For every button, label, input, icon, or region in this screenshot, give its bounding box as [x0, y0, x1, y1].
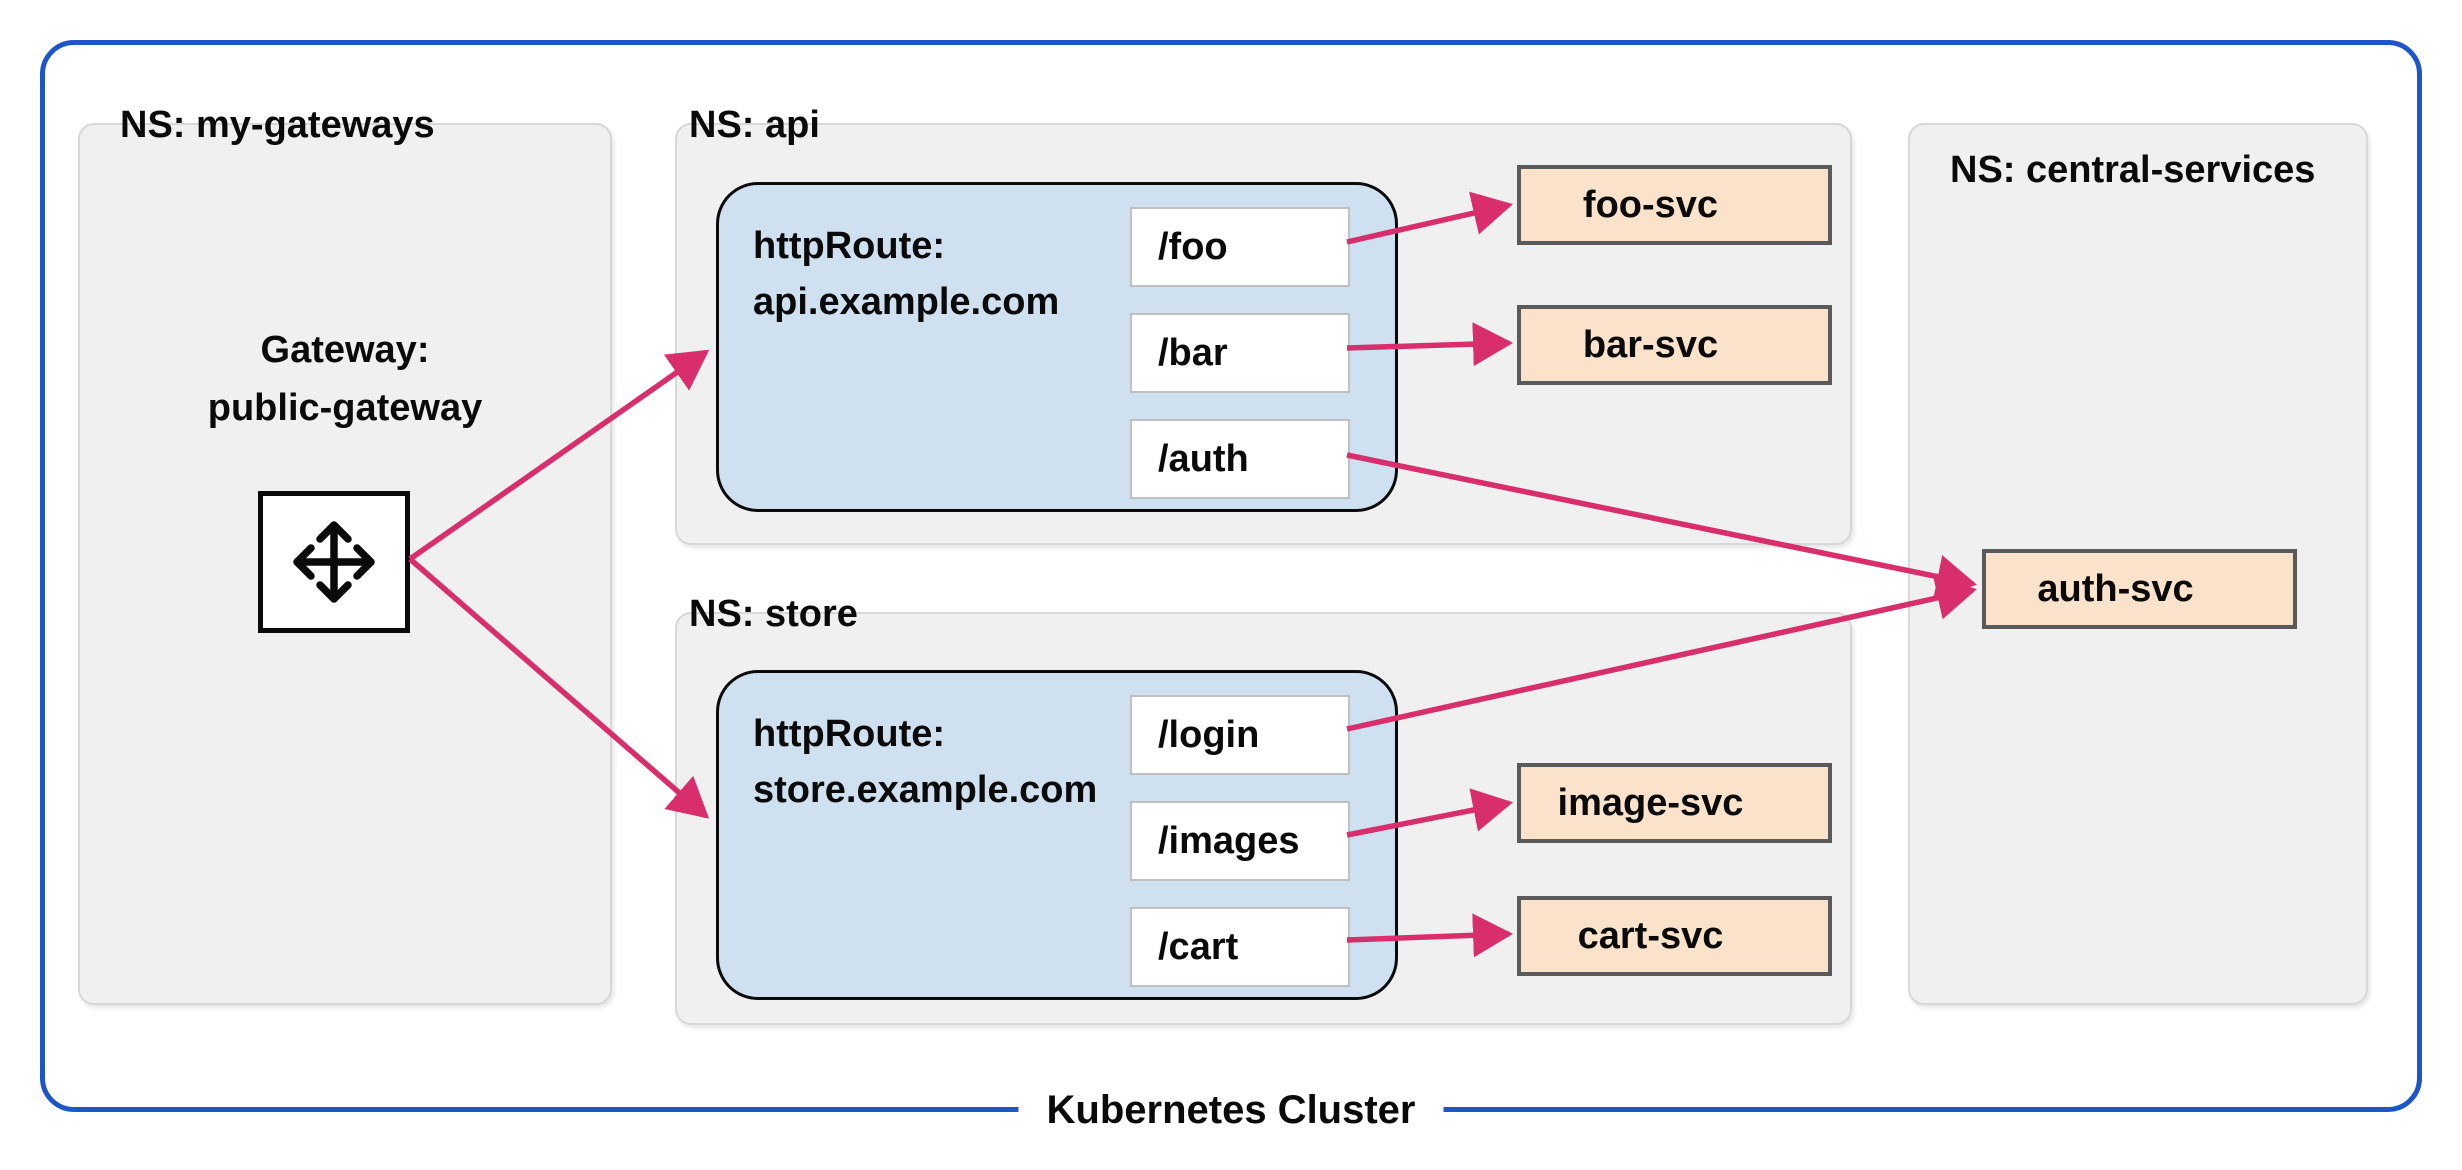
- httproute-api-label: httpRoute: api.example.com: [753, 218, 1059, 330]
- namespace-panel-central-services: NS: central-services auth-svc: [1908, 123, 2368, 1005]
- route-path-bar: /bar: [1130, 313, 1350, 393]
- namespace-label-store: NS: store: [689, 593, 858, 635]
- route-path-auth: /auth: [1130, 419, 1350, 499]
- service-auth-svc: auth-svc: [1982, 549, 2297, 629]
- service-bar-svc: bar-svc: [1517, 305, 1832, 385]
- httproute-store-node: httpRoute: store.example.com /login /ima…: [716, 670, 1398, 1000]
- route-path-login: /login: [1130, 695, 1350, 775]
- namespace-panel-my-gateways: NS: my-gateways Gateway: public-gateway: [78, 104, 612, 1005]
- namespace-label-central-services: NS: central-services: [1950, 149, 2316, 191]
- namespace-panel-store: NS: store httpRoute: store.example.com /…: [675, 593, 1852, 1025]
- gateway-label-line2: public-gateway: [207, 387, 483, 429]
- gateway-label: Gateway: public-gateway: [80, 321, 610, 437]
- service-cart-svc: cart-svc: [1517, 896, 1832, 976]
- move-arrows-icon: [293, 521, 375, 603]
- httproute-store-label-line1: httpRoute:: [753, 713, 946, 755]
- route-path-cart: /cart: [1130, 907, 1350, 987]
- httproute-api-label-line2: api.example.com: [753, 281, 1060, 323]
- httproute-api-label-line1: httpRoute:: [753, 225, 946, 267]
- httproute-store-label: httpRoute: store.example.com: [753, 706, 1097, 818]
- namespace-label-api: NS: api: [689, 104, 820, 146]
- route-path-foo: /foo: [1130, 207, 1350, 287]
- route-path-images: /images: [1130, 801, 1350, 881]
- service-image-svc: image-svc: [1517, 763, 1832, 843]
- namespace-label-my-gateways: NS: my-gateways: [120, 104, 435, 146]
- gateway-node: [258, 491, 410, 633]
- namespace-panel-api: NS: api httpRoute: api.example.com /foo …: [675, 104, 1852, 545]
- httproute-api-node: httpRoute: api.example.com /foo /bar /au…: [716, 182, 1398, 512]
- httproute-store-label-line2: store.example.com: [753, 769, 1098, 811]
- cluster-title: Kubernetes Cluster: [1018, 1086, 1444, 1134]
- service-foo-svc: foo-svc: [1517, 165, 1832, 245]
- gateway-label-line1: Gateway:: [260, 329, 430, 371]
